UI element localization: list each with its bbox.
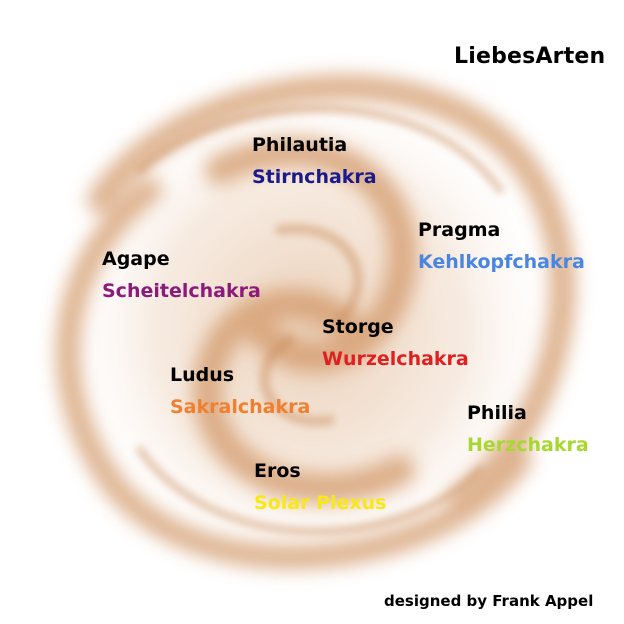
love-type-name: Philautia bbox=[252, 134, 348, 156]
love-type-name: Agape bbox=[102, 248, 170, 270]
chakra-label: Wurzelchakra bbox=[322, 348, 469, 370]
designer-credit: designed by Frank Appel bbox=[384, 592, 594, 610]
love-type-name: Ludus bbox=[170, 364, 235, 386]
chakra-label: Kehlkopfchakra bbox=[418, 251, 585, 273]
love-type-ludus: Ludus Sakralchakra bbox=[170, 360, 310, 424]
love-type-name: Eros bbox=[254, 460, 301, 482]
love-type-storge: Storge Wurzelchakra bbox=[322, 312, 469, 376]
love-type-name: Philia bbox=[467, 402, 527, 424]
love-type-name: Pragma bbox=[418, 219, 501, 241]
chakra-label: Solar Plexus bbox=[254, 492, 387, 514]
love-type-name: Storge bbox=[322, 316, 394, 338]
chakra-label: Stirnchakra bbox=[252, 166, 377, 188]
love-type-philia: Philia Herzchakra bbox=[467, 398, 589, 462]
love-type-eros: Eros Solar Plexus bbox=[254, 456, 386, 520]
chakra-label: Sakralchakra bbox=[170, 396, 311, 418]
chakra-label: Herzchakra bbox=[467, 434, 589, 456]
love-type-pragma: Pragma Kehlkopfchakra bbox=[418, 215, 585, 279]
love-type-philautia: Philautia Stirnchakra bbox=[252, 130, 377, 194]
love-type-agape: Agape Scheitelchakra bbox=[102, 244, 261, 308]
diagram-title: LiebesArten bbox=[454, 44, 606, 69]
chakra-label: Scheitelchakra bbox=[102, 280, 261, 302]
